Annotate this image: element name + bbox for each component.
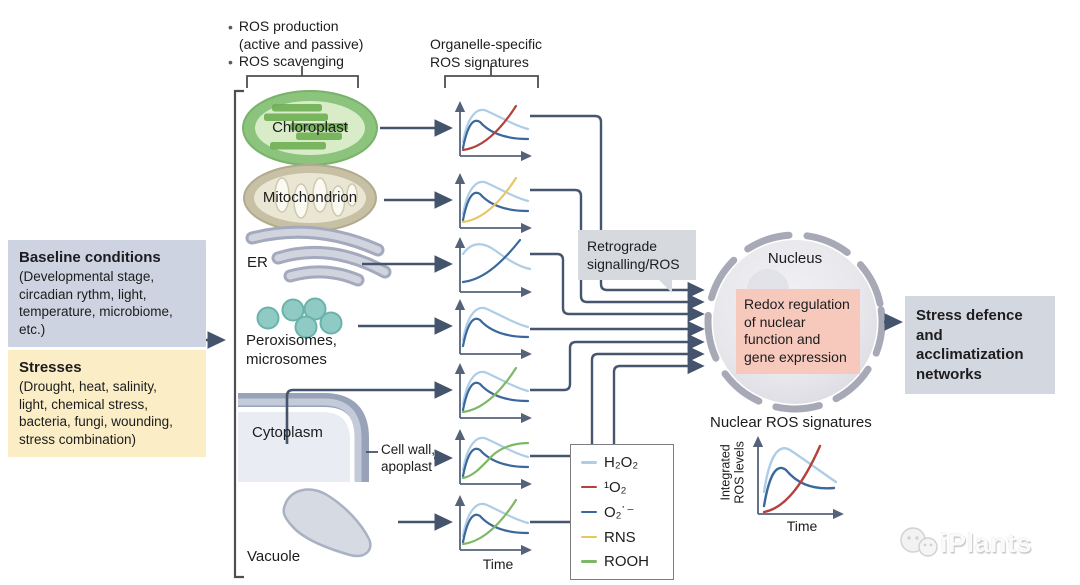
cell-wall-label: Cell wall, apoplast: [381, 442, 436, 474]
nuclear-ros-chart: [752, 436, 844, 520]
signatures-bracket: [444, 66, 539, 88]
organelle-chart-arrows: [285, 119, 453, 531]
ros-production-list: • ROS production (active and passive) • …: [228, 18, 413, 72]
vacuole-shape: [282, 488, 372, 558]
legend-label: ¹O₂: [604, 478, 627, 496]
mitochondrion-label: Mitochondrion: [262, 189, 358, 206]
er-label: ER: [247, 254, 268, 271]
legend-item-singlet-o2: ¹O₂: [581, 479, 663, 496]
redox-regulation-box: Redox regulation of nuclear function and…: [736, 289, 860, 374]
bullet-icon: •: [228, 19, 233, 35]
watermark-text: iPlants: [940, 528, 1033, 558]
legend-item-h2o2: H₂O₂: [581, 454, 663, 471]
superoxide-line-swatch: [581, 510, 597, 514]
bullet-icon: •: [228, 54, 233, 71]
stresses-box: Stresses (Drought, heat, salinity, light…: [8, 350, 206, 458]
legend-label: H₂O₂: [604, 454, 639, 471]
wechat-icon: [900, 527, 938, 557]
ros-production-bracket: [246, 66, 359, 88]
stresses-body: (Drought, heat, salinity, light, chemica…: [19, 379, 173, 447]
legend-label: O₂˙⁻: [604, 504, 635, 521]
baseline-conditions-body: (Developmental stage, circadian rythm, l…: [19, 269, 173, 337]
legend-item-rns: RNS: [581, 529, 663, 546]
chloroplast-shape: [242, 90, 378, 166]
mini-chart-cytoplasm: [460, 365, 530, 418]
chloroplast-label: Chloroplast: [272, 119, 348, 136]
nuclear-signatures-title: Nuclear ROS signatures: [710, 414, 872, 431]
baseline-conditions-title: Baseline conditions: [19, 249, 161, 266]
watermark: iPlants: [940, 528, 1032, 559]
stress-defence-box: Stress defence and acclimatization netwo…: [905, 296, 1055, 394]
stresses-title: Stresses: [19, 359, 82, 376]
nucleus-label: Nucleus: [767, 250, 823, 267]
vacuole-label: Vacuole: [247, 548, 301, 565]
mini-chart-mitochondrion: [460, 175, 530, 228]
mini-chart-vacuole: [460, 497, 530, 550]
legend-item-superoxide: O₂˙⁻: [581, 503, 663, 521]
time-axis-label: Time: [482, 556, 514, 572]
legend-label: RNS: [604, 528, 636, 546]
mini-chart-cell-wall: [460, 431, 530, 484]
integrated-ros-ylabel: Integrated ROS levels: [718, 441, 747, 504]
organelle-column-bracket: [233, 89, 244, 579]
er-shape: [245, 225, 392, 287]
singlet-o2-line-swatch: [581, 485, 597, 489]
baseline-conditions-box: Baseline conditions (Developmental stage…: [8, 240, 206, 348]
grouping-brackets: [233, 66, 539, 579]
ros-legend: H₂O₂ ¹O₂ O₂˙⁻ RNS ROOH: [570, 444, 674, 580]
ros-production-item: ROS production (active and passive): [238, 18, 364, 52]
rns-line-swatch: [581, 535, 597, 539]
peroxisomes-shape: [256, 297, 343, 339]
cytoplasm-label: Cytoplasm: [252, 424, 323, 441]
legend-label: ROOH: [604, 553, 649, 570]
rooh-line-swatch: [581, 560, 597, 563]
organelle-signatures-heading: Organelle-specific ROS signatures: [430, 36, 543, 70]
mini-chart-er: [460, 239, 532, 292]
peroxisomes-label: Peroxisomes, microsomes: [246, 332, 337, 368]
nuclear-time-label: Time: [786, 518, 818, 534]
ros-scavenging-item: ROS scavenging: [238, 53, 344, 70]
mini-chart-chloroplast: [460, 103, 530, 156]
legend-item-rooh: ROOH: [581, 553, 663, 570]
h2o2-line-swatch: [581, 461, 597, 464]
retrograde-signalling-bubble: Retrograde signalling/ROS: [578, 230, 696, 294]
mini-chart-peroxisomes: [460, 301, 530, 354]
cytoplasm-shape: [238, 393, 369, 482]
